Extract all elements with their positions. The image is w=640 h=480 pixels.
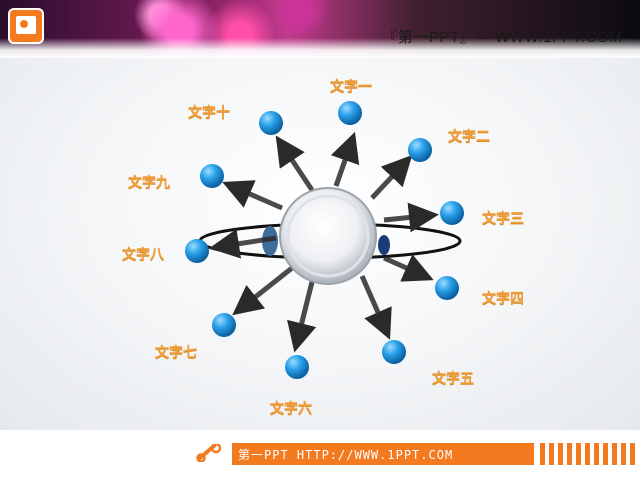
node-3-circle (440, 201, 464, 225)
radial-diagram (185, 101, 464, 379)
node-10-arrow (275, 135, 315, 192)
node-9-circle (200, 164, 224, 188)
node-1-label: 文字一 (330, 79, 372, 95)
node-3-arrow (383, 202, 439, 233)
node-7-arrow (232, 266, 294, 316)
node-5-circle (382, 340, 406, 364)
node-8-circle (185, 239, 209, 263)
slide-canvas: 文字一文字二文字三文字四文字五文字六 文字七 文字八 文字九 文字十 (0, 58, 640, 430)
node-2-label: 文字二 (448, 129, 490, 145)
node-7-label: 文字七 (155, 345, 197, 361)
node-2-arrow (370, 155, 413, 200)
node-4-circle (435, 276, 459, 300)
node-6-arrow (287, 281, 317, 353)
powerpoint-icon (8, 8, 44, 44)
header-wave (0, 38, 640, 58)
node-1-arrow (330, 131, 360, 187)
node-5-arrow (359, 274, 392, 340)
node-5-label: 文字五 (432, 371, 474, 387)
node-6-circle (285, 355, 309, 379)
node-1-circle (338, 101, 362, 125)
footer-stripes (540, 443, 636, 465)
footer-bar (232, 443, 534, 465)
node-9-arrow (222, 180, 283, 211)
node-8-label: 文字八 (122, 247, 164, 263)
node-4-label: 文字四 (482, 291, 524, 307)
header-banner: 『第一PPT』— WWW.1PPT.COM (0, 0, 640, 58)
center-sphere-inner (286, 194, 370, 278)
node-4-arrow (382, 254, 434, 282)
node-group (185, 101, 464, 379)
header-title: 『第一PPT』— WWW.1PPT.COM (382, 29, 622, 46)
node-9-label: 文字九 (128, 175, 170, 191)
node-8-arrow (209, 228, 277, 259)
node-3-label: 文字三 (482, 211, 524, 227)
arrow-group (209, 131, 439, 353)
center-sphere (279, 187, 377, 285)
node-6-label: 文字六 (270, 401, 312, 417)
right-lens (378, 235, 390, 255)
node-2-circle (408, 138, 432, 162)
node-7-circle (212, 313, 236, 337)
link-icon (196, 444, 222, 462)
node-10-circle (259, 111, 283, 135)
node-10-label: 文字十 (188, 105, 230, 121)
footer-text[interactable]: 第一PPT HTTP://WWW.1PPT.COM (238, 448, 454, 462)
